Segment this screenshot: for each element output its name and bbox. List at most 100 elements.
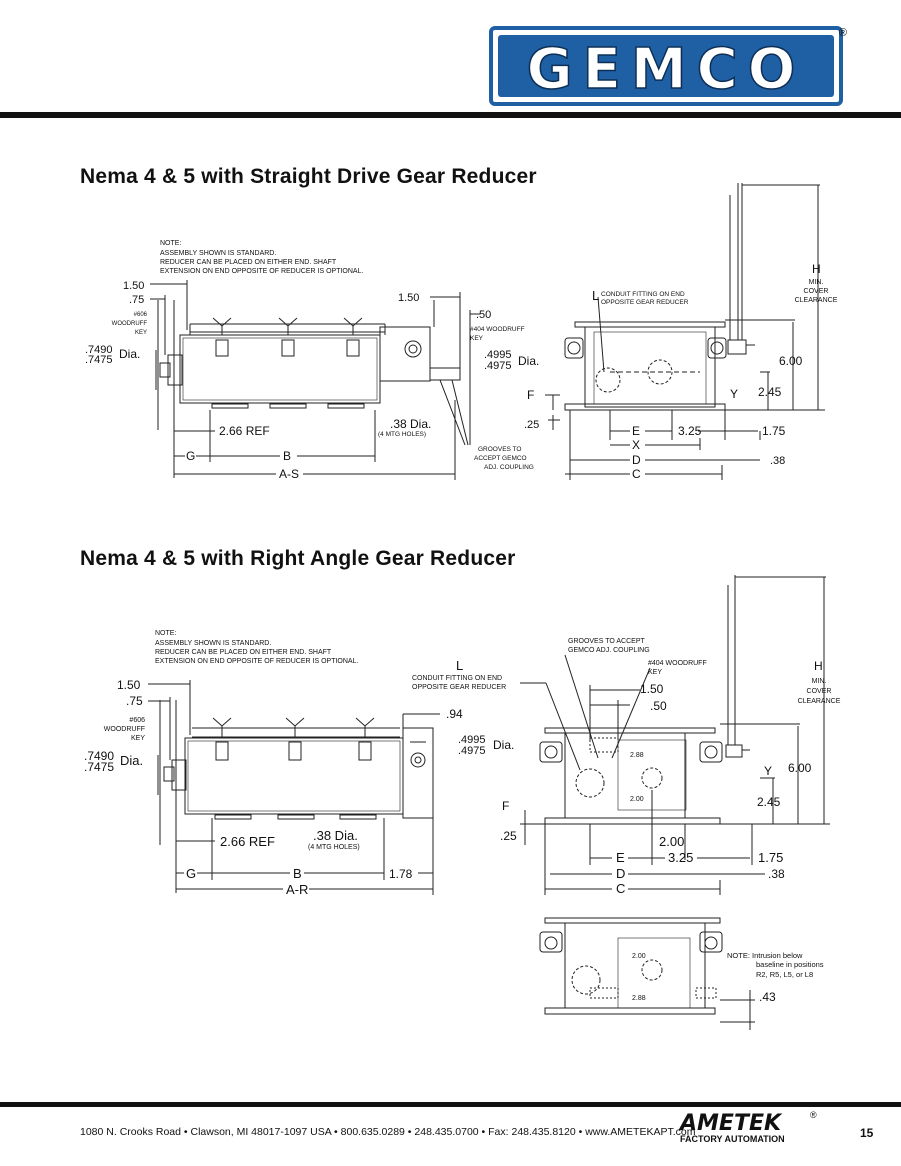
s2-min-cover: COVER	[807, 688, 832, 695]
s1-label-g: G	[186, 449, 195, 463]
s2-label-f: F	[502, 799, 509, 813]
gemco-logo: GEMCO ®	[489, 26, 849, 106]
s2-dim-50: .50	[650, 699, 667, 713]
s2-label-h: H	[814, 659, 823, 673]
s1-dia-7475: .7475	[85, 354, 113, 366]
s2-reducer	[402, 727, 434, 819]
s2-key606: #606	[129, 717, 145, 724]
s1-dia-4995: .4995	[484, 349, 512, 361]
s1-dim-175: 1.75	[762, 424, 786, 438]
footer-address: 1080 N. Crooks Road • Clawson, MI 48017-…	[80, 1126, 696, 1138]
s1-dim-50: .50	[476, 309, 491, 321]
s1-dim-150-right: 1.50	[398, 292, 419, 304]
s2-dim-200: 2.00	[630, 796, 644, 803]
s2-note-line: REDUCER CAN BE PLACED ON EITHER END. SHA…	[155, 649, 332, 656]
s2-note-line: EXTENSION ON END OPPOSITE OF REDUCER IS …	[155, 658, 358, 665]
s1-note-line: EXTENSION ON END OPPOSITE OF REDUCER IS …	[160, 268, 363, 275]
ametek-logo: AMETEK ® FACTORY AUTOMATION	[678, 1108, 828, 1148]
s2-conduit: OPPOSITE GEAR REDUCER	[412, 684, 506, 691]
s2-min-cover: MIN.	[812, 678, 827, 685]
s2-key606: WOODRUFF	[104, 726, 145, 733]
s2-label-l: L	[456, 658, 463, 673]
s2-dia-4975: .4975	[458, 745, 486, 757]
s2-side-body	[564, 732, 686, 819]
s2-dim-38dia: .38 Dia.	[313, 828, 358, 843]
s2-dia-4995: .4995	[458, 734, 486, 746]
s1-key606: WOODRUFF	[112, 321, 148, 327]
s2-body	[184, 737, 404, 815]
s2-wingnuts	[212, 717, 375, 761]
s2-key404: #404 WOODRUFF	[648, 660, 707, 667]
s2-conduit: CONDUIT FITTING ON END	[412, 675, 502, 682]
s1-key606: #606	[134, 312, 148, 318]
s2-dim-94: .94	[446, 707, 463, 721]
page-number: 15	[860, 1126, 874, 1140]
s1-note-line: NOTE:	[160, 240, 181, 247]
ametek-registered: ®	[810, 1110, 817, 1120]
header-rule	[0, 112, 901, 118]
s1-note-line: ASSEMBLY SHOWN IS STANDARD.	[160, 250, 276, 257]
ametek-subtitle: FACTORY AUTOMATION	[680, 1134, 785, 1144]
s1-label-h: H	[812, 262, 821, 276]
s2-dim-43: .43	[759, 990, 776, 1004]
s1-dim-266: 2.66 REF	[219, 424, 270, 438]
s2-grooves: GROOVES TO ACCEPT	[568, 638, 645, 645]
s2-intrusion-note: NOTE: Intrusion below	[727, 951, 803, 960]
s1-min-cover: CLEARANCE	[795, 297, 838, 304]
s2-label-y: Y	[764, 764, 772, 778]
s1-body	[179, 334, 381, 404]
s1-dim-150: 1.50	[123, 280, 144, 292]
s2-label-g: G	[186, 866, 196, 881]
s2-label-d: D	[616, 866, 625, 881]
s1-grooves: ACCEPT GEMCO	[474, 455, 527, 462]
s2-dim-325: 3.25	[668, 850, 693, 865]
s2-dia-label-right: Dia.	[493, 738, 514, 752]
s1-side-body	[584, 326, 716, 408]
s2-bottom-200: 2.00	[632, 953, 646, 960]
s1-reducer	[379, 326, 431, 382]
s2-intrusion-note: R2, R5, L5, or L8	[756, 970, 813, 979]
s2-dim-200b: 2.00	[659, 834, 684, 849]
s1-note-line: REDUCER CAN BE PLACED ON EITHER END. SHA…	[160, 259, 337, 266]
s2-min-cover: CLEARANCE	[798, 698, 841, 705]
s1-dia-7490: .7490	[85, 344, 113, 356]
s1-dim-25: .25	[524, 419, 539, 431]
s1-key606: KEY	[135, 330, 147, 336]
s2-dim-75: .75	[126, 694, 143, 708]
s2-dim-175: 1.75	[758, 850, 783, 865]
s1-dia-label: Dia.	[119, 347, 140, 361]
s1-min-cover: COVER	[804, 288, 829, 295]
s1-dim-245: 2.45	[758, 385, 782, 399]
s1-dim-600: 6.00	[779, 354, 803, 368]
s1-grooves: GROOVES TO	[478, 446, 521, 453]
section2-title: Nema 4 & 5 with Right Angle Gear Reducer	[80, 547, 516, 570]
section2-drawing: NOTE: ASSEMBLY SHOWN IS STANDARD. REDUCE…	[84, 575, 841, 1030]
ametek-name: AMETEK	[678, 1111, 783, 1136]
s2-dim-600: 6.00	[788, 761, 812, 775]
s2-dim-38: .38	[768, 867, 785, 881]
s2-note-line: NOTE:	[155, 630, 176, 637]
s2-key606: KEY	[131, 735, 145, 742]
s2-dim-288: 2.88	[630, 752, 644, 759]
s1-conduit: CONDUIT FITTING ON END	[601, 291, 685, 298]
s1-label-l: L	[592, 288, 599, 303]
s1-label-d: D	[632, 453, 641, 467]
s2-mtg-holes: (4 MTG HOLES)	[308, 844, 360, 851]
s2-note-line: ASSEMBLY SHOWN IS STANDARD.	[155, 640, 271, 647]
s2-dim-150: 1.50	[117, 678, 141, 692]
s1-label-f: F	[527, 388, 534, 402]
s2-grooves: GEMCO ADJ. COUPLING	[568, 647, 650, 654]
s1-label-as: A-S	[279, 467, 299, 481]
s2-dim-245: 2.45	[757, 795, 781, 809]
s1-label-x: X	[632, 438, 640, 452]
logo-registered: ®	[839, 27, 847, 39]
footer-rule	[0, 1102, 901, 1107]
s1-wingnuts	[212, 317, 363, 357]
section1-drawing: NOTE: ASSEMBLY SHOWN IS STANDARD. REDUCE…	[85, 183, 838, 481]
s2-dim-178: 1.78	[389, 867, 413, 881]
s1-dia-label-right: Dia.	[518, 354, 539, 368]
s2-dia-7475: .7475	[84, 760, 114, 774]
s1-dim-38: .38	[770, 455, 785, 467]
s1-key404: KEY	[470, 335, 484, 342]
s2-dia-7490: .7490	[84, 749, 114, 763]
